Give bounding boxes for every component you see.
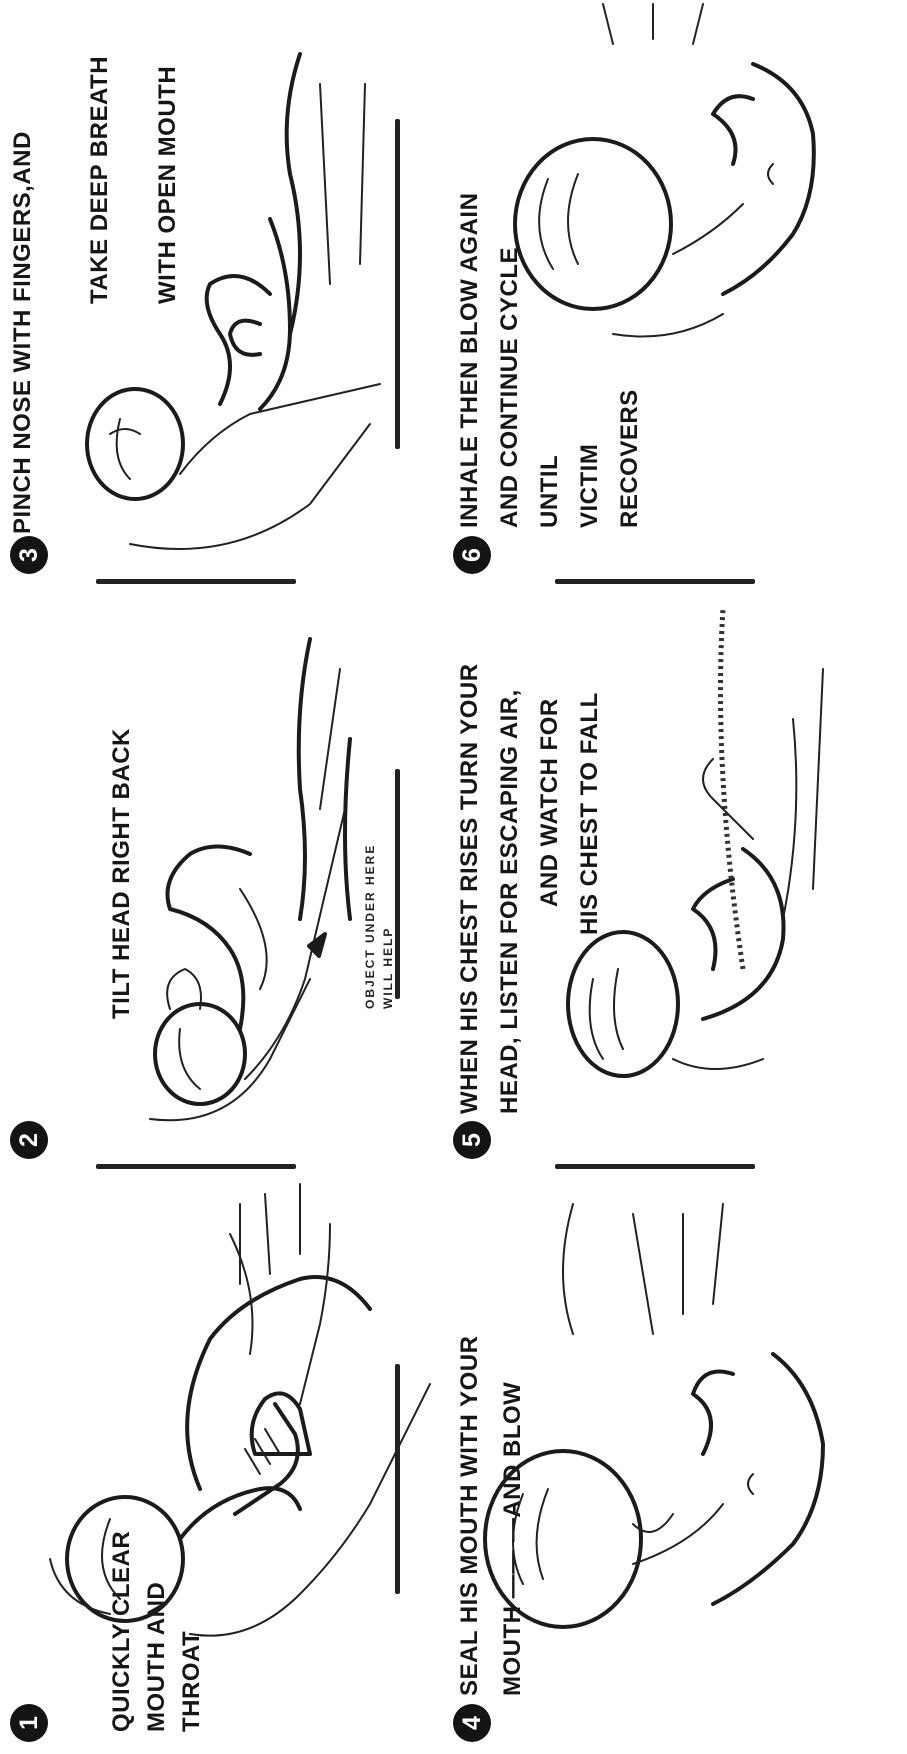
row-divider xyxy=(395,1364,400,1594)
tilt-head-illustration xyxy=(0,585,453,1169)
seal-mouth-illustration xyxy=(453,1170,906,1754)
row-divider xyxy=(395,769,400,999)
continue-cycle-illustration xyxy=(453,0,906,584)
step-2-note-line-1: OBJECT UNDER HERE xyxy=(362,844,378,1009)
step-2-panel: 2 TILT HEAD RIGHT BACK OBJECT UNDER HERE… xyxy=(0,585,453,1169)
step-1-panel: 1 QUICKLY CLEAR MOUTH AND THROAT xyxy=(0,1170,453,1754)
step-6-panel: 6 INHALE THEN BLOW AGAIN AND CONTINUE CY… xyxy=(453,0,906,584)
step-3-panel: 3 PINCH NOSE WITH FINGERS,AND TAKE DEEP … xyxy=(0,0,453,584)
step-5-panel: 5 WHEN HIS CHEST RISES TURN YOUR HEAD, L… xyxy=(453,585,906,1169)
step-2-note-line-2: WILL HELP xyxy=(380,927,396,1009)
clear-mouth-illustration xyxy=(0,1170,453,1754)
step-4-panel: 4 SEAL HIS MOUTH WITH YOUR MOUTH —— —AND… xyxy=(453,1170,906,1754)
pinch-nose-illustration xyxy=(0,0,453,584)
row-divider xyxy=(395,119,400,449)
watch-chest-illustration xyxy=(453,585,906,1169)
